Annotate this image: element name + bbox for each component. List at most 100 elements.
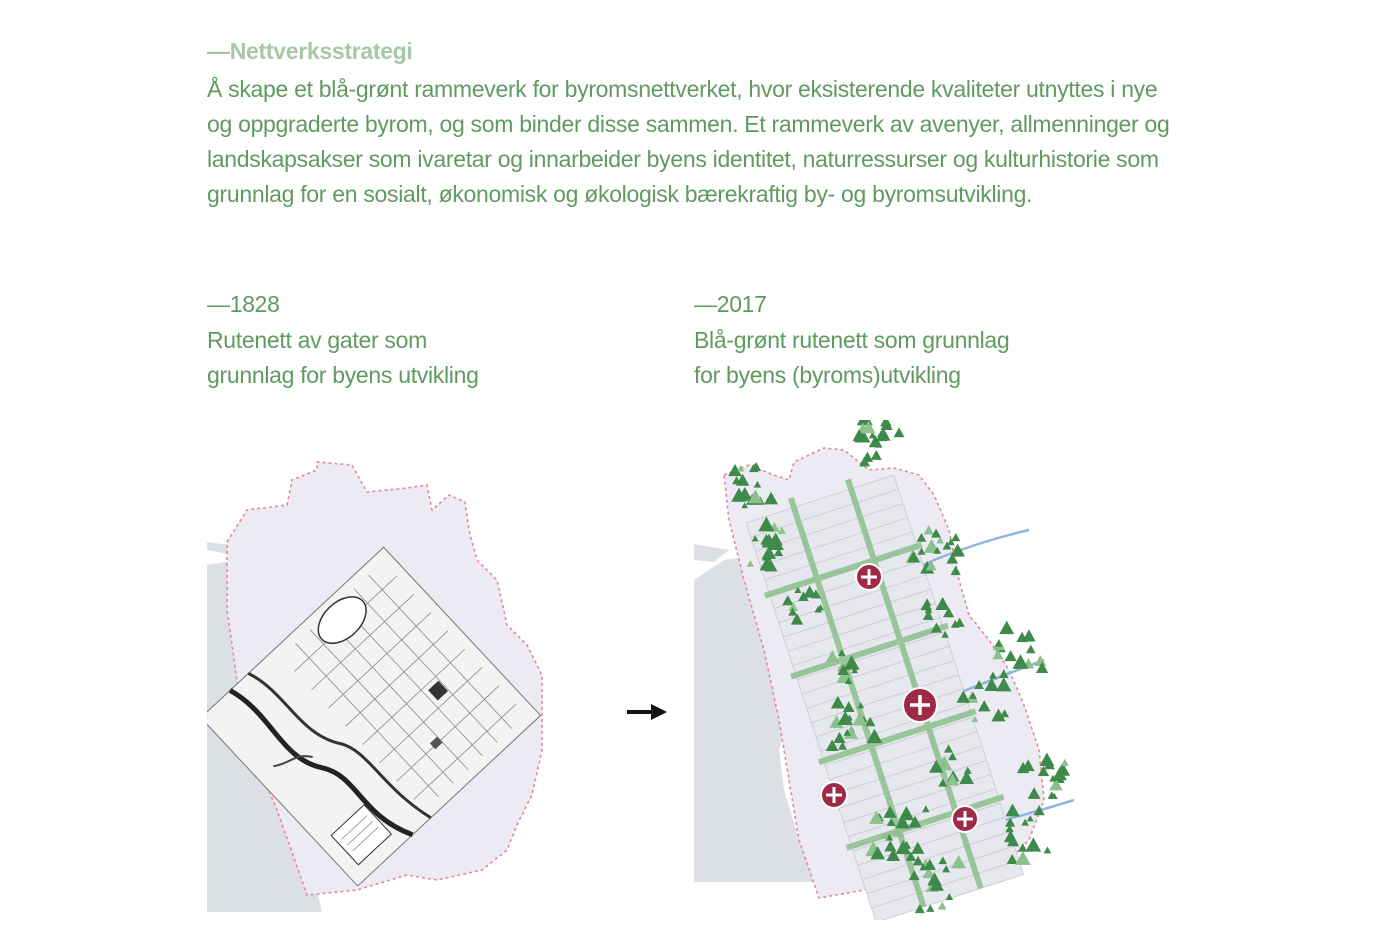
tree-triangle-icon [764,559,778,572]
tree-triangle-icon [942,541,952,550]
tree-triangle-icon [870,449,882,460]
tree-triangle-icon [978,700,991,712]
tree-triangle-icon [898,806,915,821]
tree-triangle-icon [923,524,934,535]
tree-triangle-icon [1015,850,1031,865]
tree-triangle-icon [876,427,891,441]
tree-triangle-icon [943,744,954,753]
tree-triangle-icon [764,491,779,505]
tree-triangle-icon [753,480,762,488]
caption-2017: —2017 Blå-grønt rutenett som grunnlag fo… [694,287,1010,394]
tree-triangle-icon [1043,759,1055,770]
plus-circle-icon [902,687,938,723]
tree-triangle-icon [930,622,943,633]
tree-triangle-icon [810,589,821,599]
tree-triangle-icon [843,655,860,670]
plus-circle-icon [951,805,979,833]
tree-triangle-icon [945,773,960,786]
tree-triangle-icon [1027,787,1041,799]
tree-triangle-icon [916,532,927,542]
tree-triangle-icon [790,613,804,625]
tree-triangle-icon [1050,792,1058,799]
tree-triangle-icon [833,731,846,744]
tree-triangle-icon [956,690,971,703]
tree-triangle-icon [974,680,984,689]
tree-triangle-icon [842,701,855,712]
intro-line: Å skape et blå-grønt rammeverk for byrom… [207,76,1158,102]
section-heading: —Nettverksstrategi [207,38,413,64]
tree-triangle-icon [907,551,920,563]
tree-triangle-icon [861,451,874,462]
tree-triangle-icon [1026,644,1036,654]
tree-triangle-icon [777,526,786,535]
tree-triangle-icon [923,598,932,606]
tree-triangle-icon [920,560,935,574]
tree-triangle-icon [880,420,893,430]
tree-triangle-icon [946,552,959,564]
tree-triangle-icon [923,538,940,553]
tree-triangle-icon [761,533,777,548]
year-1828: —1828 [207,291,280,317]
tree-triangle-icon [886,817,896,827]
tree-triangle-icon [996,677,1012,692]
tree-triangle-icon [969,692,977,699]
tree-triangle-icon [908,815,922,828]
tree-triangle-icon [830,695,845,709]
tree-triangle-icon [936,536,944,544]
tree-triangle-icon [870,846,885,860]
tree-triangle-icon [945,893,954,901]
tree-triangle-icon [905,851,916,861]
tree-triangle-icon [1004,650,1017,662]
arrow-right-icon [627,704,667,720]
tree-triangle-icon [992,649,1004,660]
intro-paragraph: Å skape et blå-grønt rammeverk for byrom… [207,72,1197,212]
plus-circle-icon [820,781,848,809]
tree-triangle-icon [1005,824,1014,833]
tree-triangle-icon [761,545,777,559]
tree-triangle-icon [917,547,926,555]
tree-triangle-icon [861,420,876,434]
tree-triangle-icon [868,435,883,448]
tree-triangle-icon [1026,815,1034,822]
historic-map-1828 [207,546,542,887]
tree-triangle-icon [748,489,763,504]
tree-triangle-icon [758,516,775,532]
tree-triangle-icon [989,671,997,679]
tree-triangle-icon [994,639,1003,647]
tree-triangle-icon [1022,629,1036,642]
caption-2017-line1: Blå-grønt rutenett som grunnlag [694,326,1010,353]
intro-line: og oppgraderte byrom, og som binder diss… [207,111,1170,137]
tree-triangle-icon [1025,837,1042,852]
tree-triangle-icon [971,715,979,722]
tree-cluster [728,420,1071,914]
tree-triangle-icon [893,427,905,438]
map-1828 [207,461,543,912]
tree-triangle-icon [1000,709,1010,718]
tree-triangle-icon [1055,762,1071,776]
tree-triangle-icon [922,805,930,813]
tree-triangle-icon [948,752,957,761]
tree-triangle-icon [1005,817,1016,827]
tree-triangle-icon [924,606,933,614]
tree-triangle-icon [746,560,755,567]
tree-triangle-icon [837,664,850,675]
tree-triangle-icon [886,848,901,861]
tree-triangle-icon [737,464,745,472]
tree-triangle-icon [868,431,877,439]
tree-triangle-icon [951,854,966,869]
tree-triangle-icon [912,855,924,866]
tree-triangle-icon [933,546,942,554]
tree-triangle-icon [941,630,949,638]
tree-triangle-icon [943,607,955,618]
tree-triangle-icon [935,597,950,611]
tree-triangle-icon [1060,758,1069,766]
tree-triangle-icon [999,620,1015,635]
tree-triangle-icon [843,728,851,736]
tree-triangle-icon [852,429,866,442]
caption-1828-line1: Rutenett av gater som [207,326,427,353]
tree-triangle-icon [825,739,839,752]
tree-triangle-icon [798,591,809,602]
plus-circle-icon [855,563,883,591]
tree-triangle-icon [922,610,934,620]
tree-triangle-icon [1021,759,1035,772]
